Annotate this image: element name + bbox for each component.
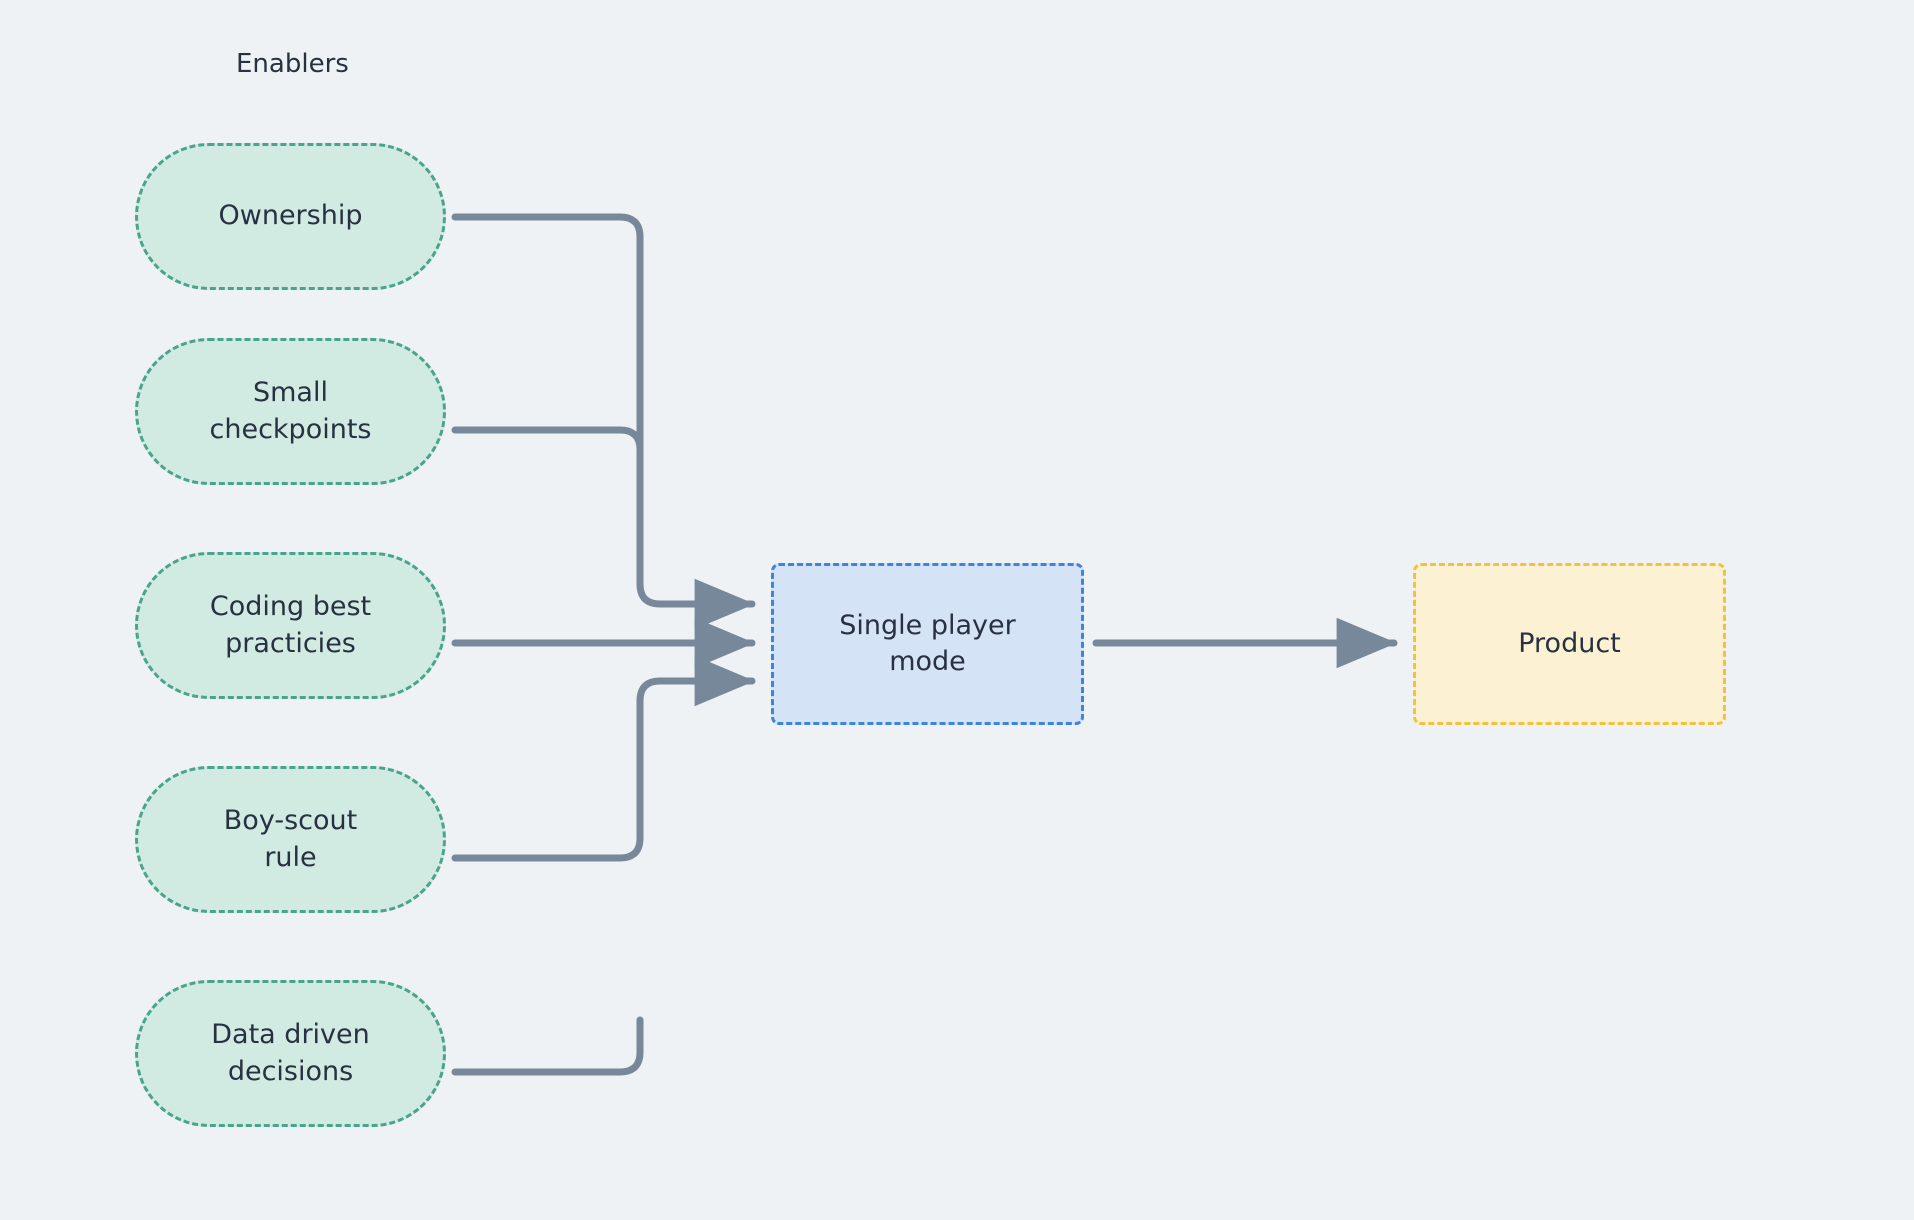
node-data-driven-decisions[interactable]: Data driven decisions (135, 980, 446, 1127)
node-coding-best-practicies[interactable]: Coding best practicies (135, 552, 446, 699)
node-product[interactable]: Product (1413, 563, 1726, 725)
edge-boyscout-to-single-player-mode (451, 655, 756, 862)
node-small-checkpoints[interactable]: Small checkpoints (135, 338, 446, 485)
edge-checkpoints-to-single-player-mode (451, 426, 644, 474)
node-ownership[interactable]: Ownership (135, 143, 446, 290)
group-label-enablers: Enablers (236, 49, 349, 79)
node-boy-scout-rule[interactable]: Boy-scout rule (135, 766, 446, 913)
edge-ownership-to-single-player-mode (451, 213, 756, 630)
node-single-player-mode[interactable]: Single player mode (771, 563, 1084, 725)
edge-datadriven-to-single-player-mode (451, 1016, 644, 1076)
